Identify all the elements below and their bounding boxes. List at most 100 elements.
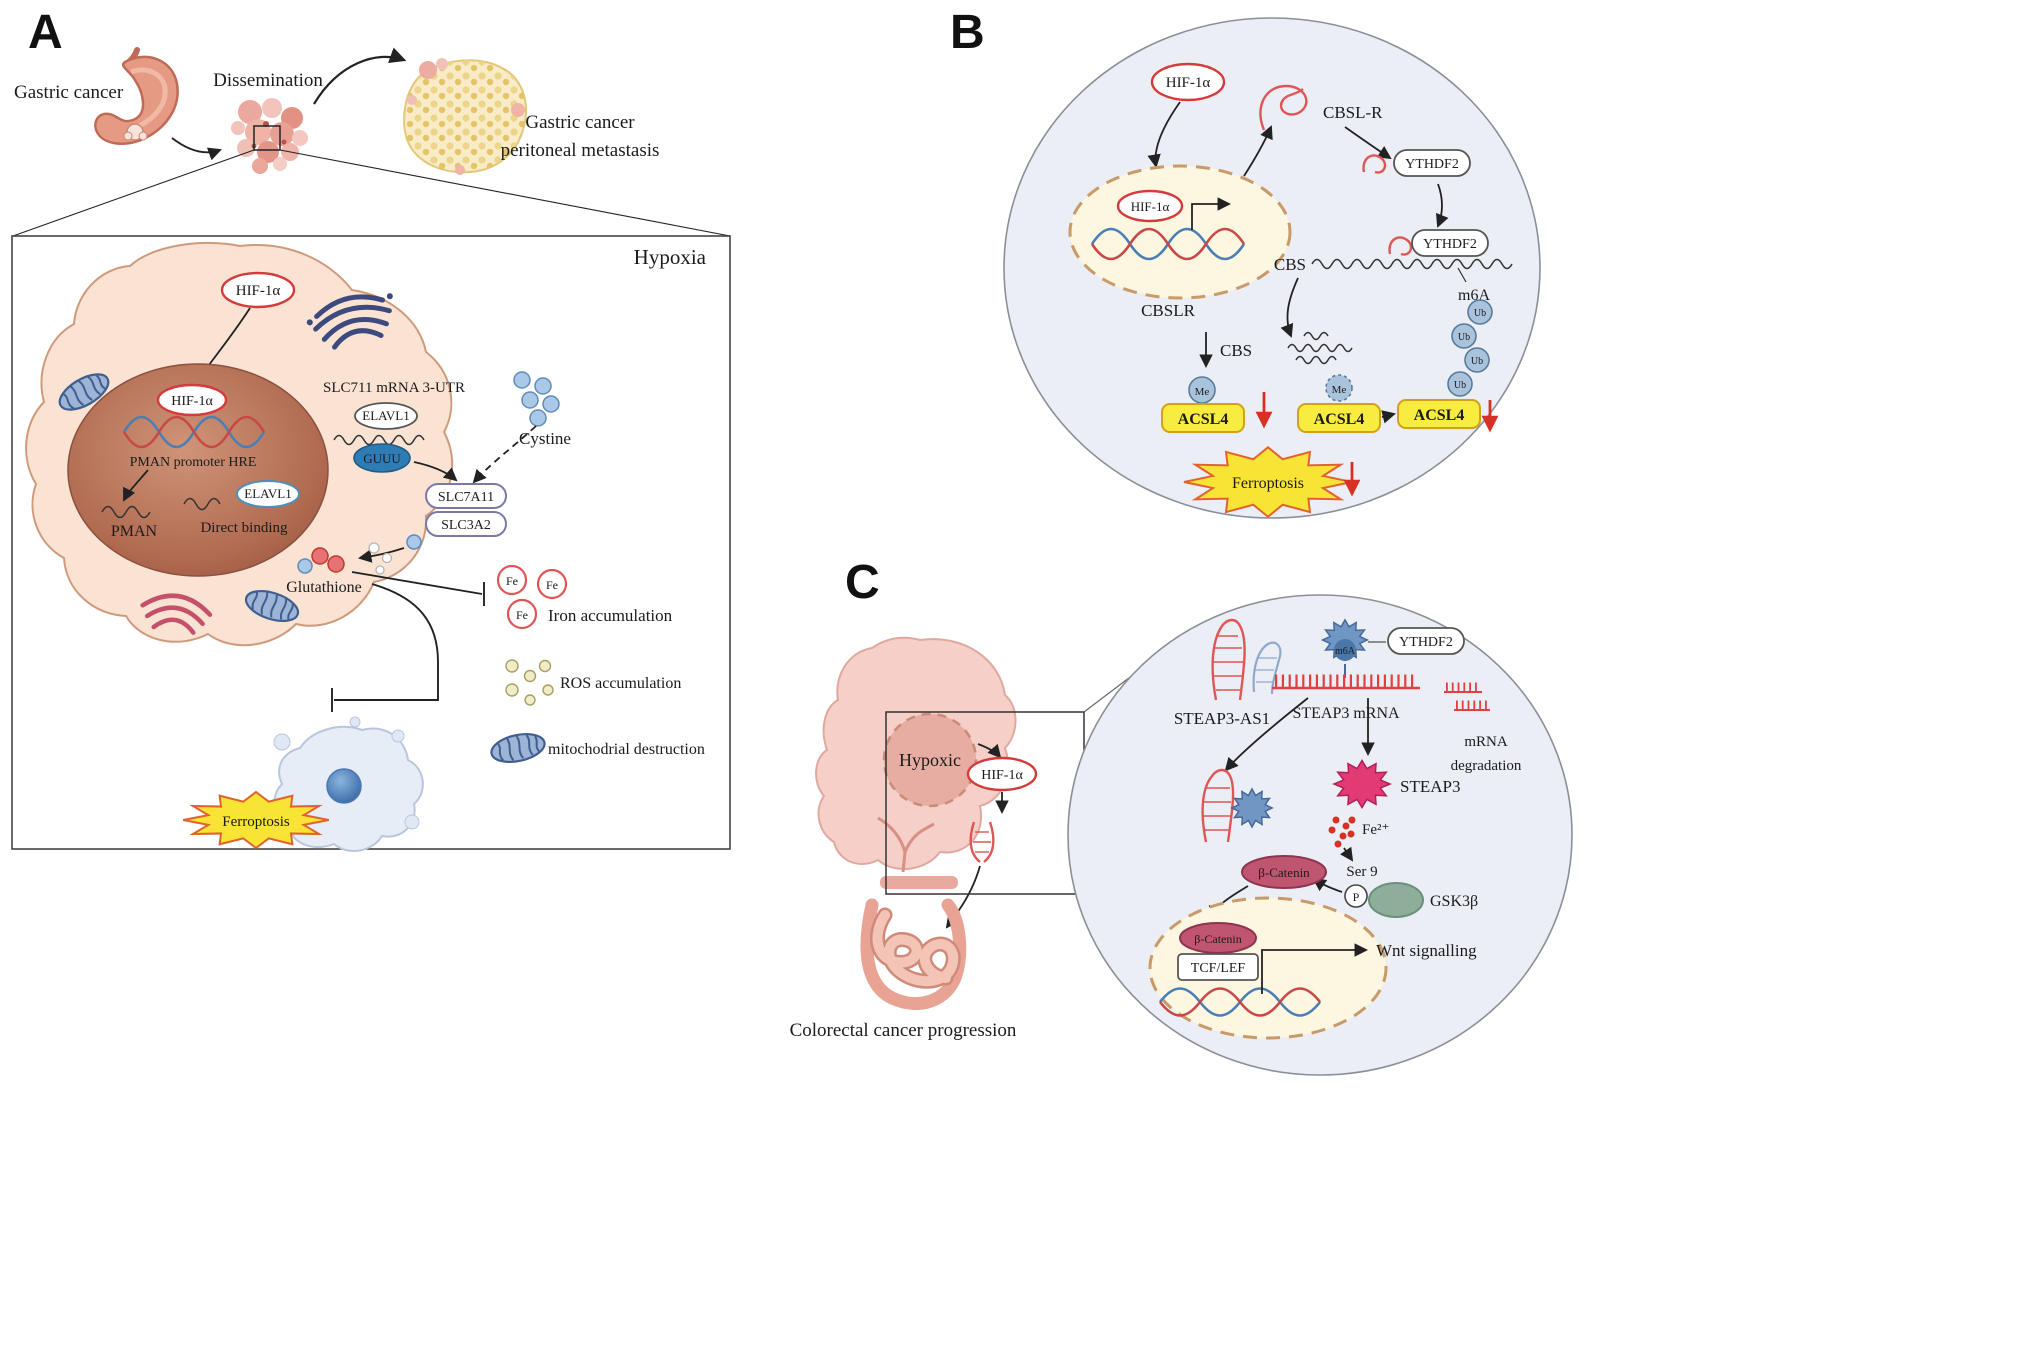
fe2-ions: [1328, 816, 1356, 848]
inhibition-line-ferroptosis: [331, 583, 439, 712]
acsl4-methylated-1: Me ACSL4: [1161, 376, 1245, 433]
arrow-promoter-to-pman: [123, 469, 149, 502]
cbs-protein-label: CBS: [1220, 341, 1252, 360]
ros-accumulation-label: ROS accumulation: [560, 675, 681, 692]
mrna-degradation-fragments: [1444, 682, 1490, 711]
nucleus: [67, 363, 329, 577]
peritoneal-metastasis-label-2: peritoneal metastasis: [501, 140, 660, 161]
slc3a2-box: SLC3A2: [425, 511, 507, 537]
beta-catenin-label: β-Catenin: [1194, 932, 1241, 946]
beta-catenin-pill-2: β-Catenin: [1179, 922, 1257, 954]
ferroptosis-label: Ferroptosis: [222, 814, 290, 830]
colorectal-progression-label: Colorectal cancer progression: [790, 1020, 1017, 1041]
ythdf2-box-1: YTHDF2: [1393, 149, 1471, 177]
arrow-cystine-import: [472, 425, 537, 484]
hypoxic-label: Hypoxic: [899, 750, 961, 770]
ythdf2-box-c: YTHDF2: [1387, 627, 1465, 655]
pman-promoter-hre-label: PMAN promoter HRE: [130, 455, 257, 470]
hypoxic-region: [882, 712, 978, 808]
dissemination-cluster: [231, 98, 308, 174]
arrow-to-rna-complex: [1224, 697, 1309, 772]
ythdf2-box-2: YTHDF2: [1411, 229, 1489, 257]
hif1a-pill: HIF-1α: [1150, 62, 1226, 102]
acsl4-ubiquitinated: ACSL4 Ub Ub Ub Ub: [1397, 299, 1493, 429]
beta-catenin-label: β-Catenin: [1258, 865, 1310, 880]
arrow-acsl4-ubiquitination: [1381, 410, 1396, 424]
ros-molecules: [505, 659, 554, 706]
rna-squiggle: [1388, 236, 1413, 256]
hif1a-label: HIF-1α: [981, 768, 1023, 783]
lncrna-hairpin-small: [969, 821, 995, 863]
arrow-to-glutathione: [358, 547, 405, 563]
ythdf2-label: YTHDF2: [1423, 237, 1477, 252]
hypoxia-label: Hypoxia: [634, 245, 707, 269]
zoom-source-box: [253, 125, 281, 151]
hif1a-pill-c: HIF-1α: [966, 756, 1038, 792]
arrow-dissemination-to-metastasis: [313, 47, 407, 105]
acsl4-methylated-2: Me ACSL4: [1297, 374, 1381, 433]
as1-complex: [1201, 768, 1273, 843]
intestine-illustration: [860, 898, 967, 1010]
acsl4-label: ACSL4: [1414, 407, 1465, 424]
elavl1-label: ELAVL1: [244, 486, 291, 501]
ub-label: Ub: [1474, 308, 1486, 319]
rna-squiggle: [1362, 154, 1387, 174]
steap3-label: STEAP3: [1400, 777, 1460, 796]
direct-binding-label: Direct binding: [200, 520, 288, 536]
iron-accumulation-label: Iron accumulation: [548, 606, 673, 625]
golgi-icon: [306, 293, 393, 350]
ub-label: Ub: [1471, 356, 1483, 367]
dna-helix-red: [1158, 987, 1322, 1017]
panel-b: B HIF-1α HIF-1α CBSLR CBSL-R YTHDF2 YTHD: [950, 6, 1541, 519]
guuu-label: GUUU: [363, 451, 401, 466]
hif1a-pill-nucleus-b: HIF-1α: [1116, 189, 1184, 223]
fe-label: Fe: [516, 608, 528, 622]
mrna-3utr-squiggle: [333, 434, 425, 446]
cbs-mrna-label: CBS: [1274, 255, 1306, 274]
fe2-label: Fe²⁺: [1362, 822, 1389, 838]
steap3-mrna-comb: [1272, 674, 1420, 690]
wnt-transcription-elbow-arrow: [1261, 943, 1369, 994]
ub-label: Ub: [1458, 332, 1470, 343]
ferroptosis-label: Ferroptosis: [1232, 475, 1304, 492]
dna-helix-red: [122, 415, 266, 449]
slc7a11-label: SLC7A11: [438, 490, 494, 505]
cystine-molecules: [513, 371, 560, 427]
zoom-line-left: [12, 149, 255, 237]
dna-helix-red: [1090, 227, 1246, 261]
endoplasmic-reticulum-icon: [140, 593, 213, 635]
inhibition-line-iron: [351, 571, 485, 606]
peritoneal-metastasis-label-1: Gastric cancer: [525, 112, 635, 133]
dissemination-label: Dissemination: [213, 70, 323, 91]
arrow-hypoxic-to-hif1a: [977, 743, 1002, 759]
transcription-elbow-arrow: [1191, 197, 1232, 230]
glutathione-label: Glutathione: [286, 579, 362, 596]
arrow-nucleus-to-cbslr: [1243, 125, 1273, 177]
panel-c-letter: C: [845, 556, 880, 609]
beta-catenin-pill-1: β-Catenin: [1241, 855, 1327, 889]
gsk3b-complex: P: [1344, 882, 1424, 918]
cbs-mrna-wave: [1311, 258, 1513, 270]
acsl4-label: ACSL4: [1314, 411, 1365, 428]
tcf-lef-box: TCF/LEF: [1177, 953, 1259, 981]
m6a-label: m6A: [1335, 646, 1356, 657]
steap3-mrna-label: STEAP3 mRNA: [1292, 705, 1400, 722]
glutathione-molecules: [297, 542, 393, 575]
hif1a-label: HIF-1α: [1166, 75, 1211, 91]
arrow-stomach-to-dissemination: [171, 137, 222, 161]
phospho-label: P: [1353, 890, 1360, 904]
ferroptosis-burst: Ferroptosis: [181, 790, 331, 850]
rna-squiggle: [183, 497, 221, 511]
gastric-cancer-label: Gastric cancer: [14, 82, 124, 103]
tcf-lef-label: TCF/LEF: [1191, 961, 1246, 976]
m6a-pointer: [1457, 267, 1467, 283]
hif1a-pill-nucleus: HIF-1α: [156, 383, 228, 417]
elavl1-label: ELAVL1: [362, 408, 409, 423]
mrna-degradation-label-2: degradation: [1451, 758, 1522, 774]
slc711-utr-label: SLC711 mRNA 3-UTR: [323, 380, 465, 396]
panel-c: C Hypoxic HIF-1α Colorectal cancer progr…: [790, 556, 1573, 1076]
arrow-fe-to-ser9: [1340, 846, 1354, 862]
ythdf2-label: YTHDF2: [1399, 635, 1453, 650]
